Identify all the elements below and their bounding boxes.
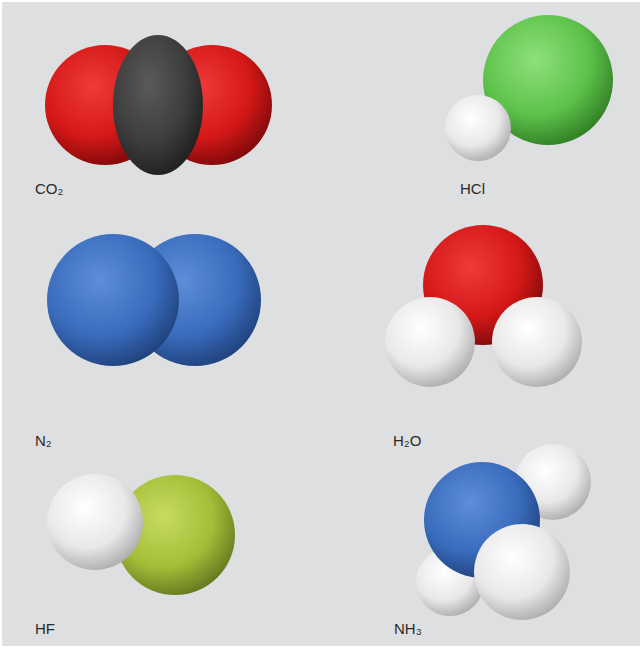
formula-label: HCl [460,180,485,198]
hcl-model [445,15,613,161]
h2o-model [385,225,582,387]
formula-label: H₂O [393,432,421,450]
nh3-model [416,444,591,620]
n2-model [47,234,261,366]
formula-label: NH₃ [394,620,422,638]
formula-label: HF [35,620,55,638]
co2-model [45,35,272,175]
hf-model [47,474,235,595]
formula-label: N₂ [35,432,52,450]
formula-label: CO₂ [35,180,63,198]
